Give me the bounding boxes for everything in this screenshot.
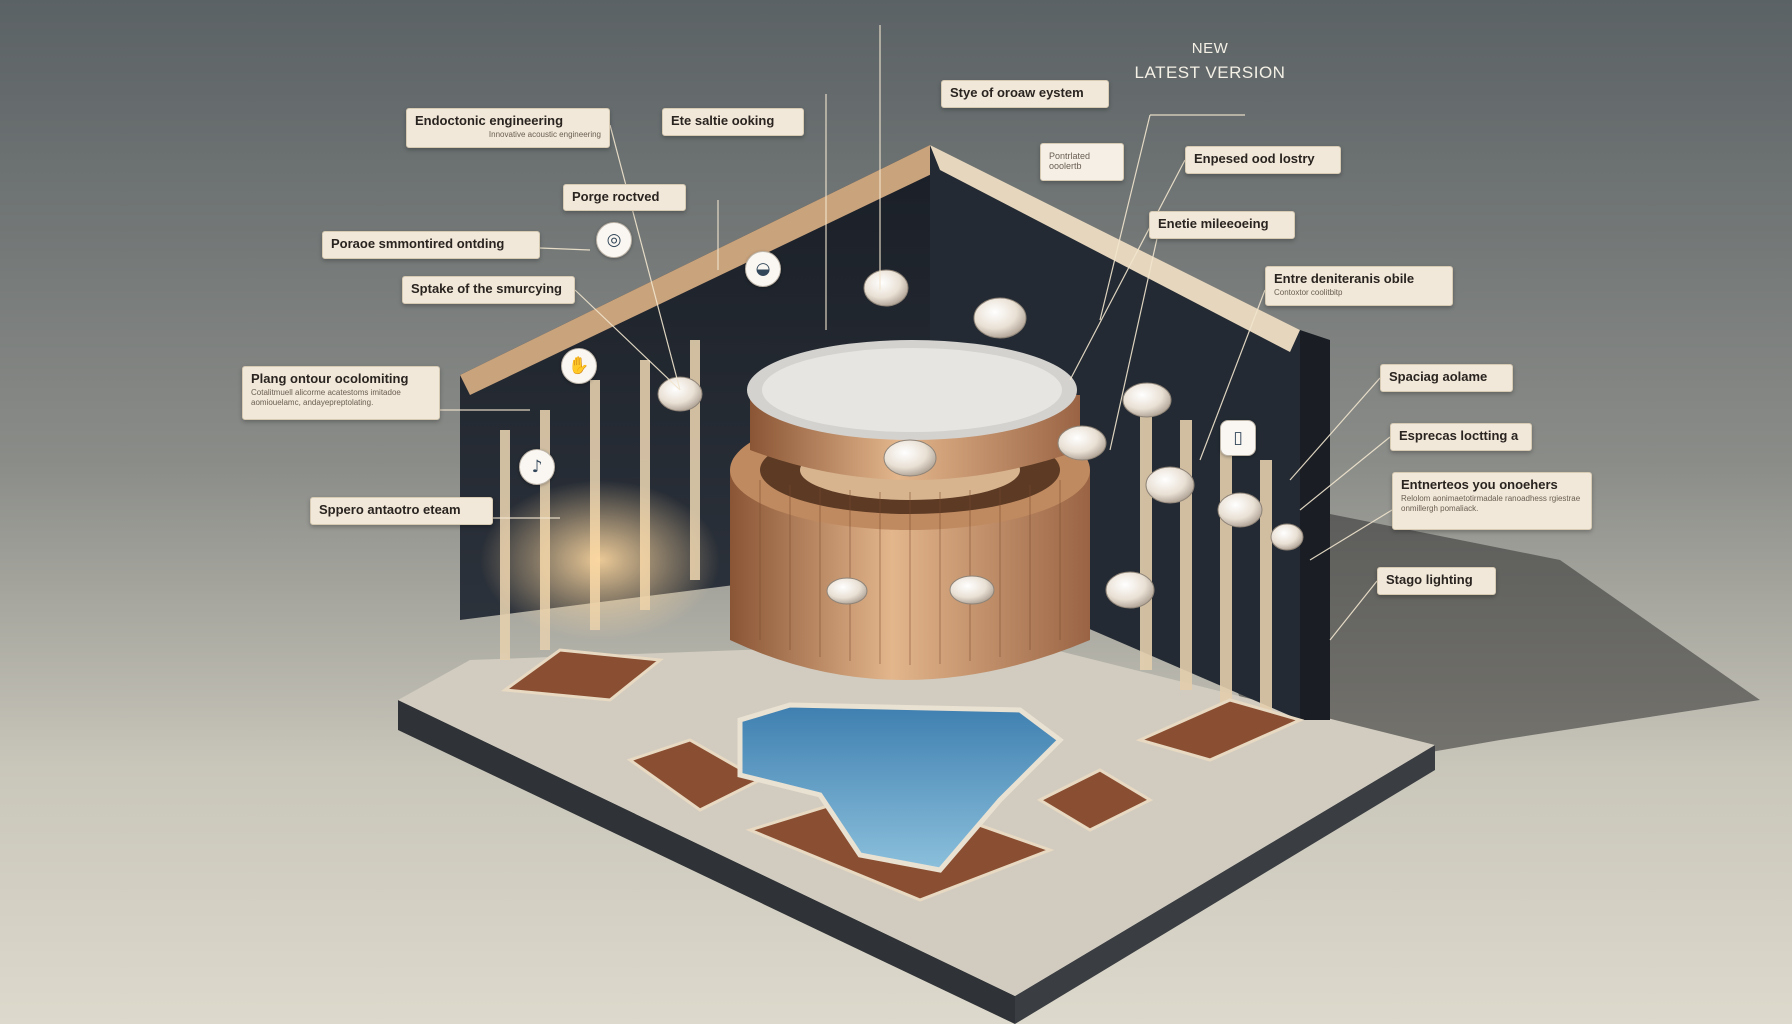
callout-title: Entnerteos you onoehers	[1401, 477, 1558, 492]
callout-title: Sppero antaotro eteam	[319, 502, 461, 517]
reflecting-pool	[737, 702, 1064, 873]
phone-icon: ▯	[1220, 420, 1256, 456]
callout-subtitle: Cotalitmuell alicorme acatestoms imitado…	[251, 388, 401, 407]
callout-3: Stye of oroaw eystem	[941, 80, 1109, 108]
callout-9: Pontrlated ooolertb	[1040, 143, 1124, 181]
helmet-glyph: ◒	[755, 259, 771, 279]
callout-6: Sptake of the smurcying	[402, 276, 575, 304]
spiral-icon: ◎	[596, 222, 632, 258]
badge-line-2: LATEST VERSION	[1134, 63, 1286, 82]
callout-13: Spaciag aolame	[1380, 364, 1513, 392]
callout-7: Plang ontour ocolomiting Cotalitmuell al…	[242, 366, 440, 420]
chandelier-globes	[657, 269, 1304, 609]
platform-side-left	[398, 700, 1015, 1024]
callout-subtitle: Relolom aonimaetotirmadale ranoadhess rg…	[1401, 494, 1581, 513]
callout-title: Spaciag aolame	[1389, 369, 1488, 384]
callout-title: Pontrlated ooolertb	[1049, 151, 1091, 171]
callout-title: Poraoe smmontired ontding	[331, 236, 505, 251]
right-wall-top-rim	[930, 145, 1300, 352]
new-version-badge: NEW LATEST VERSION	[1120, 40, 1300, 83]
auditorium-slats	[759, 480, 1061, 665]
callout-8: Sppero antaotro eteam	[310, 497, 493, 525]
hand-glyph: ✋	[568, 356, 590, 376]
callout-title: Enetie mileeoeing	[1158, 216, 1269, 231]
hand-icon: ✋	[561, 348, 597, 384]
callout-14: Esprecas loctting a	[1390, 423, 1532, 451]
callout-subtitle: Contoxtor coolitbitp	[1274, 288, 1343, 297]
callout-acoustic-engineering: Endoctonic engineering Innovative acoust…	[406, 108, 610, 148]
callout-16: Stago lighting	[1377, 567, 1496, 595]
callout-4: Porge roctved	[563, 184, 686, 211]
callout-leader-lines	[440, 25, 1393, 641]
badge-line-1: NEW	[1191, 40, 1229, 57]
callout-5: Poraoe smmontired ontding	[322, 231, 540, 259]
note-glyph: ♪	[531, 457, 543, 477]
callout-title: Sptake of the smurcying	[411, 281, 562, 296]
left-wall-top-rim	[460, 145, 940, 395]
callout-title: Endoctonic engineering	[415, 113, 564, 128]
spiral-glyph: ◎	[606, 230, 622, 250]
callout-title: Entre deniteranis obile	[1274, 271, 1415, 286]
callout-2: Ete saltie ooking	[662, 108, 804, 136]
callout-15: Entnerteos you onoehers Relolom aonimaet…	[1392, 472, 1592, 530]
warm-glow	[480, 480, 720, 640]
callout-title: Esprecas loctting a	[1399, 428, 1519, 443]
callout-11: Enetie mileeoeing	[1149, 211, 1295, 239]
callout-title: Stye of oroaw eystem	[950, 85, 1084, 100]
callout-10: Enpesed ood lostry	[1185, 146, 1341, 174]
platform-side-right	[1015, 745, 1435, 1024]
callout-title: Stago lighting	[1386, 572, 1473, 587]
music-note-icon: ♪	[519, 449, 555, 485]
callout-title: Ete saltie ooking	[671, 113, 775, 128]
callout-title: Porge roctved	[572, 189, 660, 204]
callout-subtitle: Innovative acoustic engineering	[488, 130, 601, 139]
callout-12: Entre deniteranis obile Contoxtor coolit…	[1265, 266, 1453, 306]
right-wall-outer	[1300, 330, 1330, 720]
helmet-icon: ◒	[745, 251, 781, 287]
callout-title: Plang ontour ocolomiting	[251, 371, 409, 386]
callout-title: Enpesed ood lostry	[1194, 151, 1315, 166]
phone-glyph: ▯	[1233, 428, 1243, 448]
